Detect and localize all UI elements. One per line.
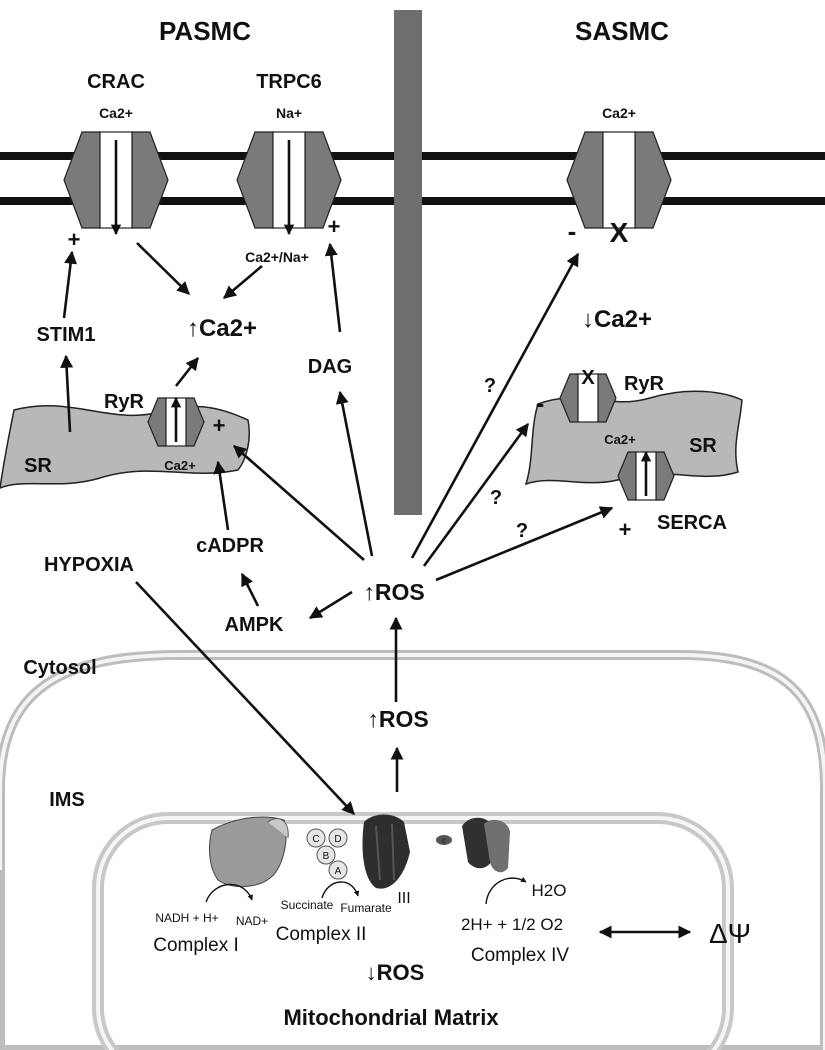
- dag-label: DAG: [308, 356, 352, 378]
- mitochondrial-matrix-label: Mitochondrial Matrix: [283, 1005, 499, 1030]
- pasmc-sr-label: SR: [24, 455, 52, 477]
- sasmc-title: SASMC: [575, 16, 669, 46]
- sasmc-channel: [566, 131, 672, 229]
- complex-1-label: Complex I: [153, 935, 239, 956]
- complex-2-sub-b: B: [323, 851, 330, 862]
- sasmc-sr-ca: Ca2+: [604, 432, 636, 447]
- crac-label: CRAC: [87, 71, 145, 93]
- cytochrome-c-shape: [436, 835, 452, 845]
- crac-plus: +: [68, 227, 81, 252]
- nadh-label: NADH + H+: [155, 911, 218, 925]
- ca-increase-label: ↑Ca2+: [187, 315, 257, 342]
- sasmc-ryr-label: RyR: [624, 373, 665, 395]
- fumarate-label: Fumarate: [340, 901, 392, 915]
- question-mark-2: ?: [490, 487, 502, 509]
- ims-label: IMS: [49, 789, 85, 811]
- ampk-label: AMPK: [225, 614, 284, 636]
- complex-1-shape: [209, 816, 289, 887]
- complex-2-shape: [306, 828, 348, 880]
- crac-ion: Ca2+: [99, 105, 133, 121]
- stim1-label: STIM1: [37, 324, 96, 346]
- oxygen-reaction-label: 2H+ + 1/2 O2: [461, 915, 563, 934]
- nad-label: NAD+: [236, 914, 268, 928]
- pasmc-sr-ca: Ca2+: [164, 458, 196, 473]
- trpc6-ion: Na+: [276, 105, 302, 121]
- trpc6-channel: [236, 131, 342, 236]
- ros-mito-label: ↑ROS: [367, 706, 428, 732]
- sasmc-ryr-block: X: [581, 367, 595, 389]
- cadpr-label: cADPR: [196, 535, 264, 557]
- complex-4-reaction-curve: [485, 876, 527, 905]
- arrow-crac-to-ca: [136, 242, 190, 295]
- complex-4-shape: [462, 817, 510, 873]
- succinate-label: Succinate: [281, 898, 334, 912]
- complex-2-reaction-curve: [321, 881, 360, 899]
- arrow-ros-to-dag: [335, 390, 374, 557]
- complex-2-sub-c: C: [312, 834, 319, 845]
- complex-3-shape: [362, 814, 410, 889]
- arrow-hypoxia-to-complex3: [135, 581, 355, 815]
- arrow-ros-to-ampk: [308, 590, 353, 620]
- question-mark-3: ?: [516, 520, 528, 542]
- ca-na-label: Ca2+/Na+: [245, 249, 309, 265]
- arrow-stim1-to-crac: [62, 250, 78, 319]
- serca-pump: [617, 450, 675, 501]
- serca-label: SERCA: [657, 512, 727, 534]
- crac-channel: [63, 131, 169, 236]
- arrow-dag-to-trpc6: [324, 242, 342, 333]
- sasmc-channel-minus: -: [568, 216, 577, 246]
- ca-decrease-label: ↓Ca2+: [582, 306, 652, 333]
- complex-3-label: III: [397, 890, 410, 907]
- serca-plus: +: [619, 517, 632, 542]
- question-mark-1: ?: [484, 375, 496, 397]
- arrow-ros-to-sasmc-channel: [410, 252, 580, 559]
- complex-2-sub-d: D: [334, 834, 341, 845]
- arrow-ros-to-serca: [435, 506, 614, 582]
- pasmc-ryr-label: RyR: [104, 391, 145, 413]
- pasmc-ryr-channel: [147, 396, 205, 447]
- arrow-trpc6-to-ca: [223, 265, 263, 299]
- pasmc-title: PASMC: [159, 16, 251, 46]
- cytosol-label: Cytosol: [23, 657, 96, 679]
- hypoxia-label: HYPOXIA: [44, 554, 134, 576]
- complex-2-sub-a: A: [335, 866, 342, 877]
- arrow-ryr-to-ca: [174, 356, 200, 387]
- complex-4-label: Complex IV: [471, 945, 570, 966]
- h2o-label: H2O: [532, 881, 567, 900]
- complex-1-reaction-curve: [205, 883, 253, 903]
- cell-divider: [394, 10, 422, 515]
- sasmc-channel-block: X: [610, 217, 629, 248]
- arrow-ros-to-sasmc-ryr: [422, 422, 530, 567]
- arrow-ros-to-sr: [233, 445, 365, 561]
- pasmc-sr-plus: +: [213, 413, 226, 438]
- ros-matrix-label: ↓ROS: [366, 960, 425, 985]
- ros-cytosol-label: ↑ROS: [363, 579, 424, 605]
- trpc6-label: TRPC6: [256, 71, 322, 93]
- sasmc-sr-label: SR: [689, 435, 717, 457]
- sasmc-ryr-channel: [559, 373, 617, 423]
- trpc6-plus: +: [328, 214, 341, 239]
- delta-psi-label: ΔΨ: [709, 918, 751, 949]
- arrow-sr-to-stim1: [60, 354, 74, 433]
- complex-2-label: Complex II: [276, 924, 367, 945]
- arrow-ampk-to-cadpr: [240, 572, 260, 607]
- sasmc-channel-ion: Ca2+: [602, 105, 636, 121]
- arrow-cadpr-to-sr: [213, 460, 230, 531]
- sasmc-ryr-minus: -: [536, 388, 545, 418]
- cytochrome-c-label: c: [442, 836, 446, 845]
